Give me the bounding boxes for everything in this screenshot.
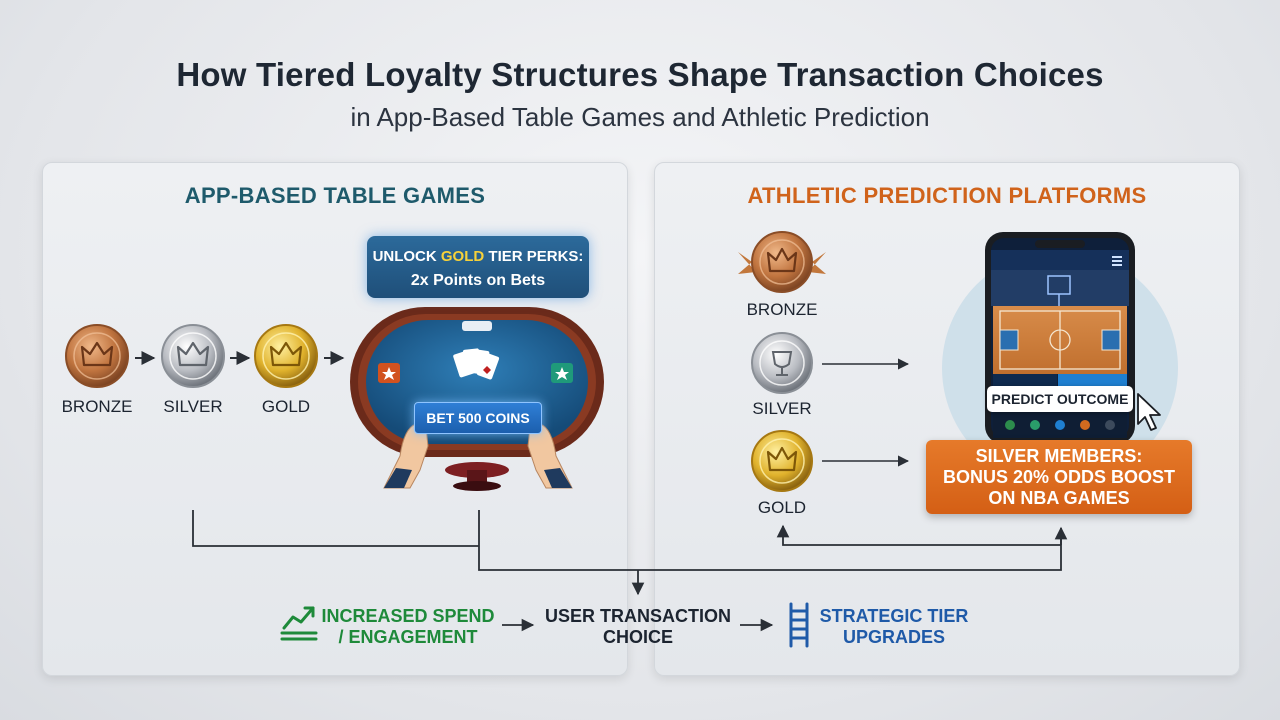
tier-label-bronze: BRONZE (61, 397, 133, 416)
gold-perks-title: UNLOCK GOLD TIER PERKS: (372, 248, 584, 265)
page-subtitle: in App-Based Table Games and Athletic Pr… (350, 102, 930, 132)
silver-bonus-callout: SILVER MEMBERS: BONUS 20% ODDS BOOST ON … (926, 440, 1192, 514)
tier-label-gold: GOLD (261, 397, 311, 416)
strategic-upgrades-line-1: STRATEGIC TIER (819, 606, 969, 626)
gold-perks-callout: UNLOCK GOLD TIER PERKS: 2x Points on Bet… (367, 236, 589, 298)
tier-label-bronze-right: BRONZE (746, 300, 818, 319)
predict-outcome-button[interactable]: PREDICT OUTCOME (987, 386, 1133, 412)
strategic-tier-upgrades-label: STRATEGIC TIER UPGRADES (814, 606, 974, 648)
bronze-ribbon-medal-icon (738, 231, 826, 293)
increased-spend-line-1: INCREASED SPEND (321, 606, 495, 626)
increased-spend-line-2: / ENGAGEMENT (338, 627, 478, 647)
silver-medal-icon (161, 324, 225, 388)
tier-label-silver: SILVER (163, 397, 223, 416)
flow-connector-lines (192, 510, 1068, 596)
page-title: How Tiered Loyalty Structures Shape Tran… (176, 56, 1104, 93)
hands-icon (383, 423, 573, 489)
user-transaction-choice-label: USER TRANSACTION CHOICE (540, 606, 736, 648)
strategic-upgrades-line-2: UPGRADES (842, 627, 945, 647)
gold-medal-icon-right (751, 430, 813, 492)
silver-bonus-line-1: SILVER MEMBERS: (975, 446, 1143, 466)
ladder-icon (789, 602, 809, 648)
user-choice-line-1: USER TRANSACTION (544, 606, 731, 626)
tier-label-gold-right: GOLD (757, 498, 807, 517)
poker-table-icon (350, 307, 604, 491)
increased-spend-label: INCREASED SPEND / ENGAGEMENT (318, 606, 498, 648)
silver-trophy-medal-icon (751, 332, 813, 394)
tier-label-silver-right: SILVER (752, 399, 812, 418)
silver-bonus-line-3: ON NBA GAMES (988, 488, 1130, 508)
bronze-medal-icon (65, 324, 129, 388)
athletic-prediction-heading: ATHLETIC PREDICTION PLATFORMS (747, 183, 1147, 208)
bet-coins-button[interactable]: BET 500 COINS (414, 402, 542, 434)
silver-bonus-line-2: BONUS 20% ODDS BOOST (942, 467, 1176, 487)
gold-medal-icon (254, 324, 318, 388)
table-games-heading: APP-BASED TABLE GAMES (184, 183, 486, 208)
gold-perks-detail: 2x Points on Bets (410, 272, 546, 289)
playing-cards-icon (453, 348, 500, 380)
cursor-icon (1137, 393, 1161, 431)
user-choice-line-2: CHOICE (602, 627, 673, 647)
growth-chart-icon (280, 606, 318, 641)
